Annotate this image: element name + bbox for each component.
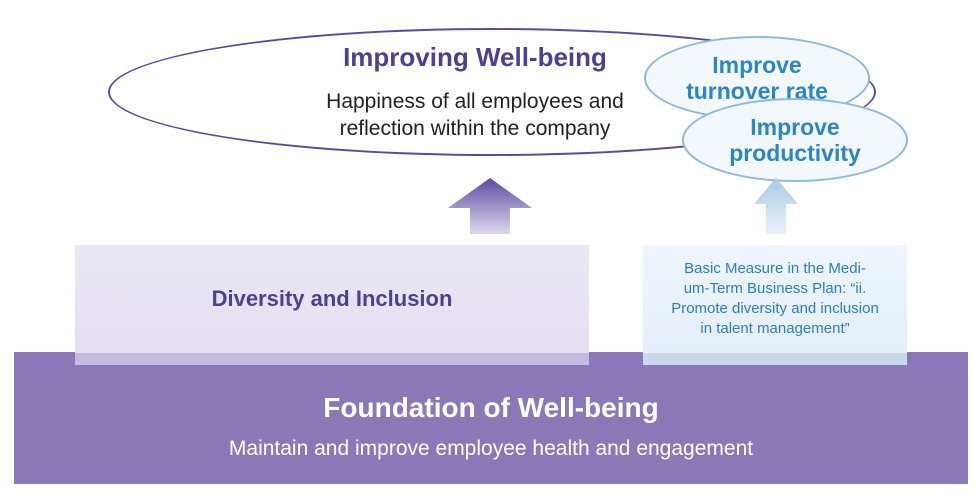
diversity-inclusion-label: Diversity and Inclusion	[211, 286, 453, 311]
productivity-ellipse: Improve productivity	[682, 98, 908, 182]
up-arrow-icon-small	[754, 178, 798, 234]
diversity-inclusion-base	[75, 353, 589, 365]
productivity-line2: productivity	[729, 140, 861, 166]
diversity-inclusion-box: Diversity and Inclusion	[75, 245, 589, 353]
productivity-line1: Improve	[750, 114, 840, 140]
basic-measure-line2: um-Term Business Plan: “ii.	[683, 280, 867, 297]
goal-subtitle-line1: Happiness of all employees and	[326, 90, 624, 113]
basic-measure-base	[643, 353, 907, 365]
basic-measure-box: Basic Measure in the Medi- um-Term Busin…	[643, 245, 907, 353]
basic-measure-line3: Promote diversity and inclusion	[671, 300, 879, 317]
foundation-band	[14, 352, 968, 484]
basic-measure-line4: in talent management”	[700, 320, 850, 337]
goal-subtitle-line2: reflection within the company	[339, 117, 611, 140]
up-arrow-icon	[448, 178, 532, 234]
goal-subtitle: Happiness of all employees and reflectio…	[270, 88, 680, 142]
basic-measure-line1: Basic Measure in the Medi-	[684, 260, 866, 277]
foundation-subtitle: Maintain and improve employee health and…	[228, 437, 754, 460]
goal-title: Improving Well-being	[343, 42, 607, 72]
turnover-line1: Improve	[712, 52, 802, 78]
foundation-title: Foundation of Well-being	[323, 392, 659, 423]
